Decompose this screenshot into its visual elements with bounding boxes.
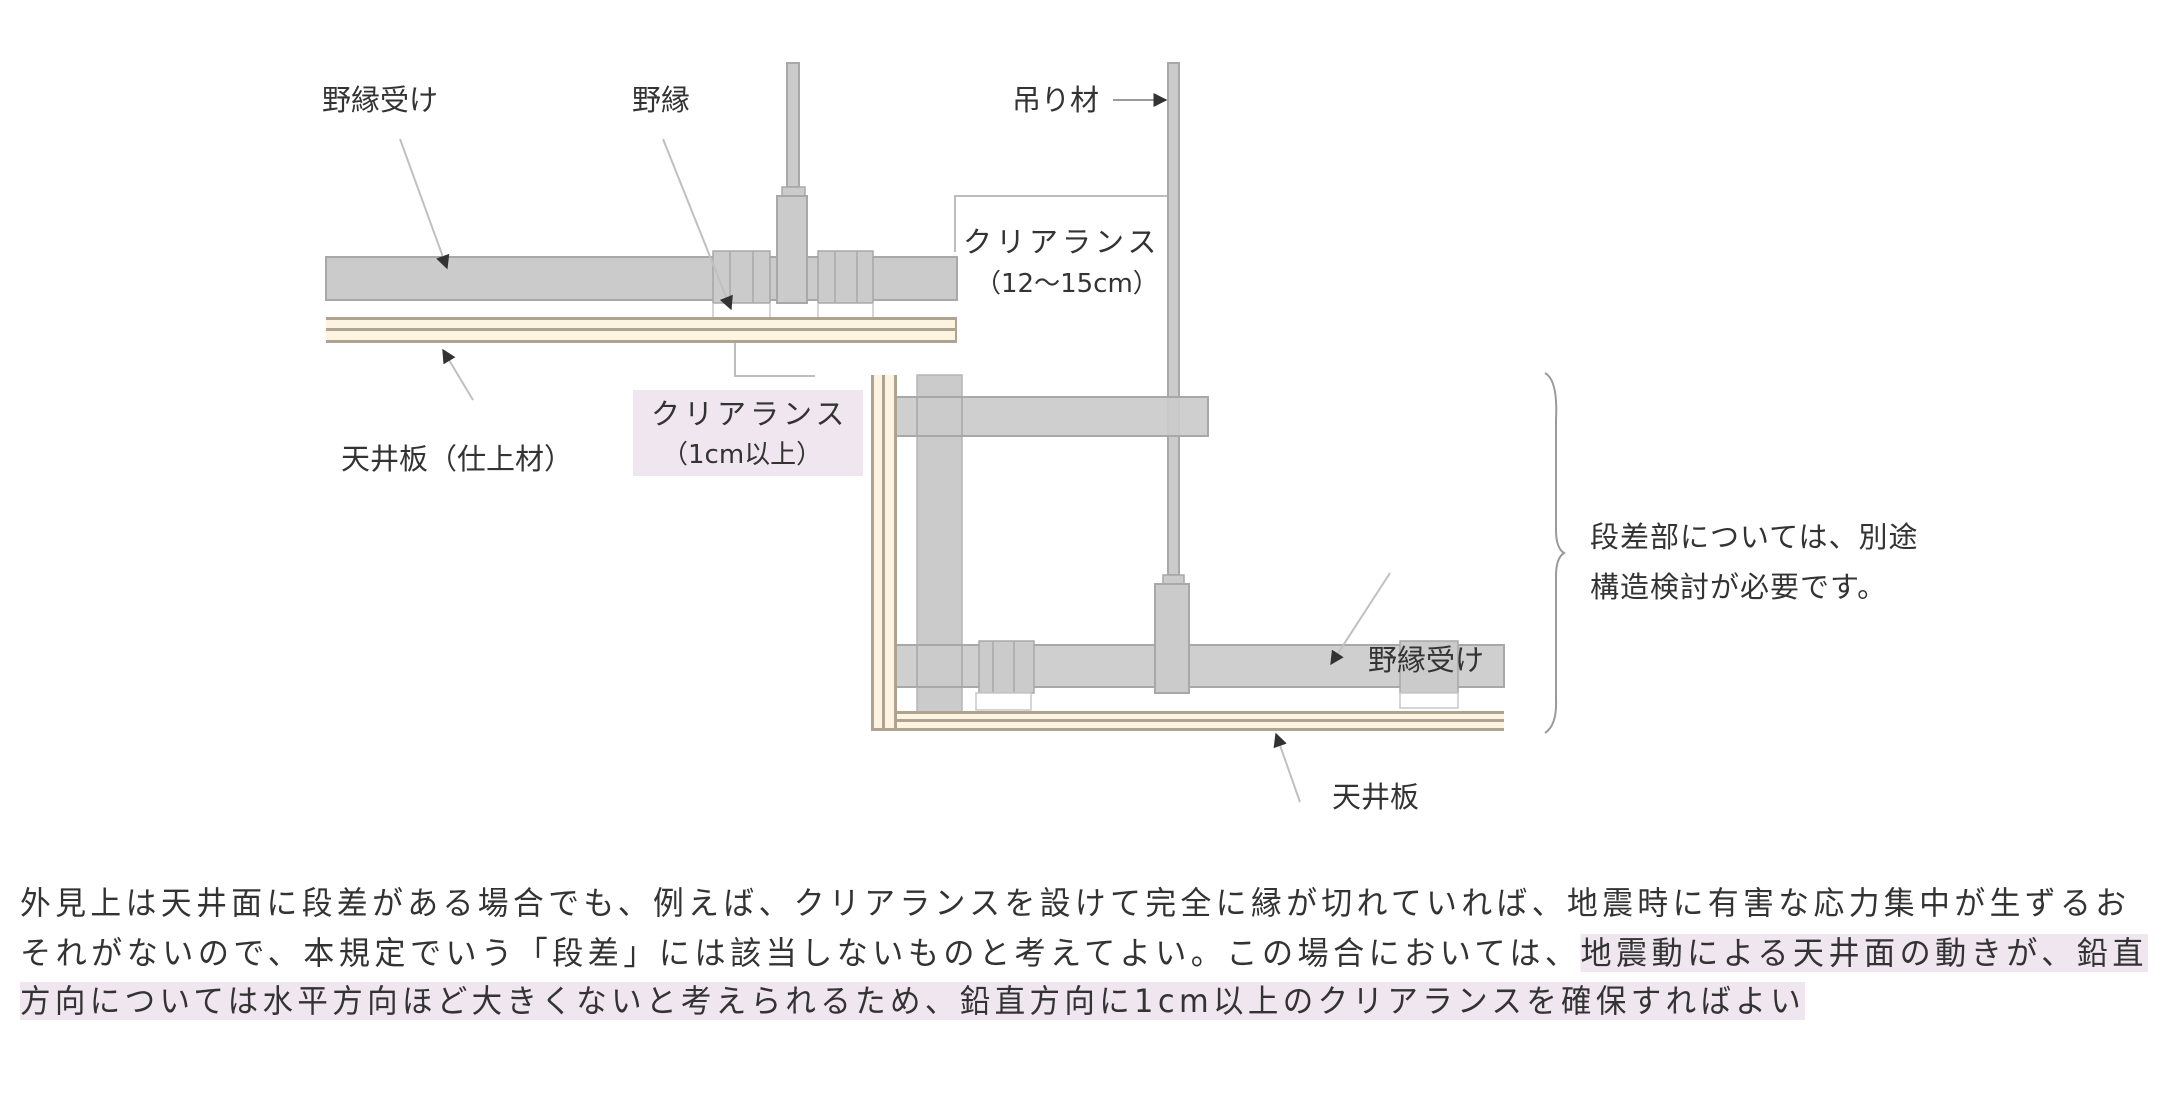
paragraph-line-3-highlight: 方向については水平方向ほど大きくないと考えられるため、鉛直方向に1cm以上のクリ… xyxy=(20,982,1806,1020)
label-clearance-upper-value: （12〜15cm） xyxy=(975,269,1159,299)
label-lower-runner-bearer: 野縁受け xyxy=(1368,643,1485,677)
note-line-1: 段差部については、別途 xyxy=(1590,520,1919,554)
note-line-2: 構造検討が必要です。 xyxy=(1590,570,1888,604)
paragraph-line-2-text: それがないので、本規定でいう「段差」には該当しないものと考えてよい。この場合にお… xyxy=(20,934,1581,972)
label-clearance-upper-title: クリアランス xyxy=(963,225,1161,259)
upper-hanger-block xyxy=(776,195,808,304)
lower-ceiling-board xyxy=(871,711,1504,731)
upper-ceiling-board xyxy=(326,317,957,343)
upper-clearance-bracket xyxy=(954,195,1175,252)
upper-step-beam xyxy=(895,396,1209,437)
label-hanger: 吊り材 xyxy=(1012,83,1100,117)
lower-runner-clips xyxy=(975,640,1459,711)
label-clearance-lower-title: クリアランス xyxy=(651,397,849,431)
label-ceiling-board: 天井板 xyxy=(1332,780,1420,814)
paragraph-line-2-highlight: 地震動による天井面の動きが、鉛直 xyxy=(1580,934,2148,972)
leader-lines xyxy=(399,93,1391,803)
label-clearance-lower-value: （1cm以上） xyxy=(662,440,823,470)
paragraph-line-1-text: 外見上は天井面に段差がある場合でも、例えば、クリアランスを設けて完全に縁が切れて… xyxy=(20,884,2131,922)
paragraph-line-2: それがないので、本規定でいう「段差」には該当しないものと考えてよい。この場合にお… xyxy=(20,930,2148,976)
vertical-side-board xyxy=(871,375,897,731)
upper-runner-clips xyxy=(712,250,874,317)
lower-clearance-bracket xyxy=(734,343,815,377)
paragraph-line-1: 外見上は天井面に段差がある場合でも、例えば、クリアランスを設けて完全に縁が切れて… xyxy=(20,880,2130,926)
upper-hanger-rod xyxy=(781,62,806,197)
main-hanger-rod xyxy=(1162,62,1185,585)
curly-brace xyxy=(1544,372,1566,734)
ceiling-step-diagram xyxy=(325,62,1566,803)
paragraph-line-3: 方向については水平方向ほど大きくないと考えられるため、鉛直方向に1cm以上のクリ… xyxy=(20,978,1806,1024)
lower-hanger-block xyxy=(1154,583,1190,694)
label-upper-runner-bearer: 野縁受け xyxy=(322,83,439,117)
label-ceiling-board-finish: 天井板（仕上材） xyxy=(341,442,574,476)
label-upper-runner: 野縁 xyxy=(632,83,691,117)
clearance-highlight-box xyxy=(633,390,863,476)
